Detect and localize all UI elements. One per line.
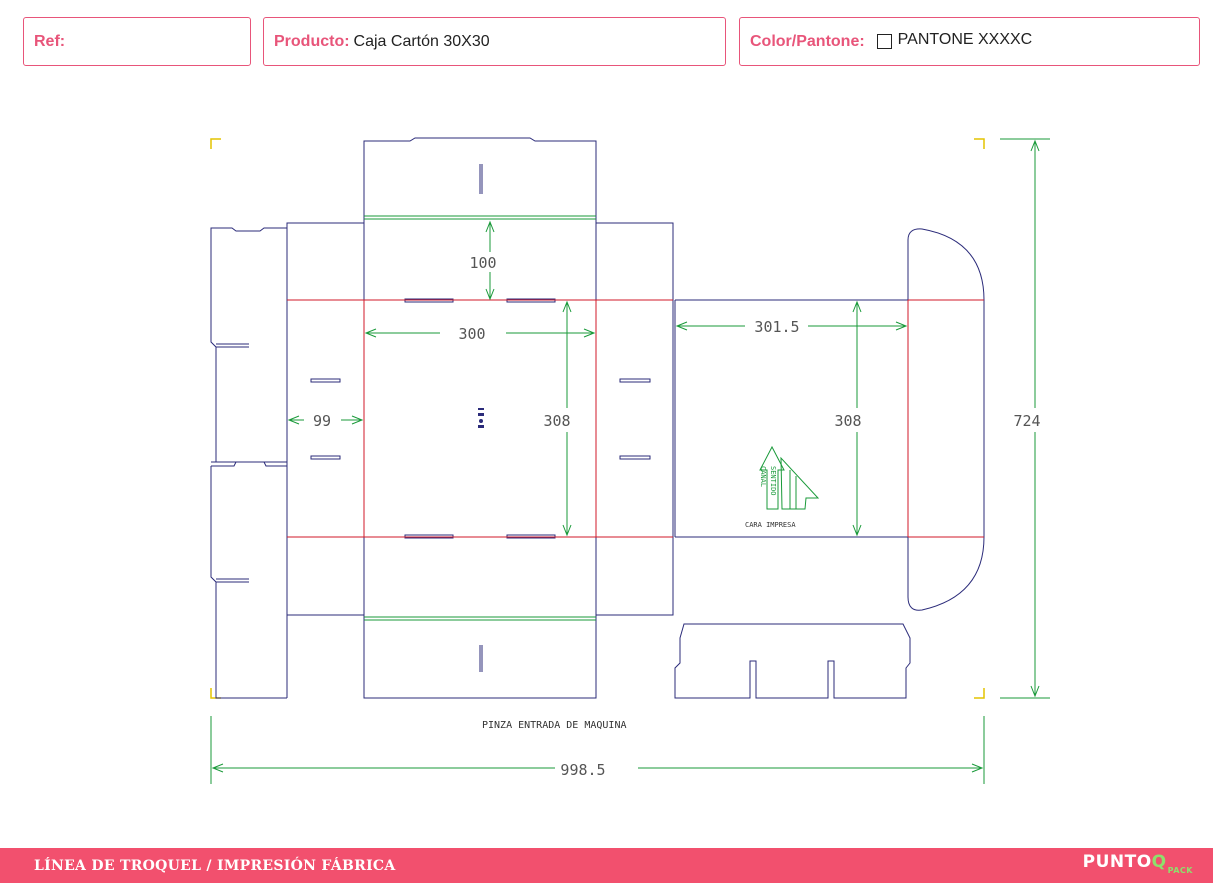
product-box: Producto: Caja Cartón 30X30 bbox=[263, 17, 726, 66]
dim-301-5: 301.5 bbox=[754, 318, 799, 336]
logo-main: PUNTO bbox=[1082, 852, 1152, 872]
grain-direction-mark bbox=[759, 445, 820, 510]
dimension-lines bbox=[210, 138, 1050, 784]
product-label: Producto: bbox=[274, 32, 350, 50]
logo-q: Q bbox=[1151, 852, 1167, 872]
puntoq-logo: PUNTOQPACK bbox=[1082, 852, 1193, 875]
bottom-flap bbox=[363, 620, 597, 699]
footer-title: LÍNEA DE TROQUEL / IMPRESIÓN FÁBRICA bbox=[34, 857, 396, 874]
product-value: Caja Cartón 30X30 bbox=[353, 32, 490, 50]
color-checkbox[interactable] bbox=[876, 34, 892, 49]
dim-99: 99 bbox=[313, 412, 331, 430]
dim-724: 724 bbox=[1013, 412, 1040, 430]
lid-tuck bbox=[907, 228, 985, 611]
lid-panel bbox=[674, 299, 908, 538]
color-box: Color/Pantone: PANTONE XXXXC bbox=[739, 17, 1200, 66]
dim-300: 300 bbox=[458, 325, 485, 343]
dim-100: 100 bbox=[469, 254, 496, 272]
color-label: Color/Pantone: bbox=[750, 32, 865, 50]
left-glue-strip bbox=[210, 227, 287, 463]
pinza-note: PINZA ENTRADA DE MAQUINA bbox=[482, 720, 627, 731]
top-flap bbox=[363, 137, 597, 218]
fold-lines bbox=[287, 299, 984, 538]
color-value: PANTONE XXXXC bbox=[897, 30, 1033, 48]
footer-bar: LÍNEA DE TROQUEL / IMPRESIÓN FÁBRICA PUN… bbox=[0, 848, 1213, 883]
lock-piece bbox=[674, 623, 911, 699]
canal-note: CANAL bbox=[759, 466, 767, 487]
dim-998-5: 998.5 bbox=[560, 761, 605, 779]
dim-308-right: 308 bbox=[834, 412, 861, 430]
logo-pack: PACK bbox=[1167, 866, 1193, 875]
recycle-symbol bbox=[478, 408, 484, 428]
cara-impresa-note: CARA IMPRESA bbox=[745, 521, 796, 529]
ref-label: Ref: bbox=[34, 32, 66, 50]
ref-box: Ref: bbox=[23, 17, 251, 66]
dieline-diagram: 100 300 99 308 301.5 308 724 998.5 PINZA… bbox=[210, 137, 1050, 784]
dim-308-left: 308 bbox=[543, 412, 570, 430]
sentido-note: SENTIDO bbox=[769, 466, 777, 496]
